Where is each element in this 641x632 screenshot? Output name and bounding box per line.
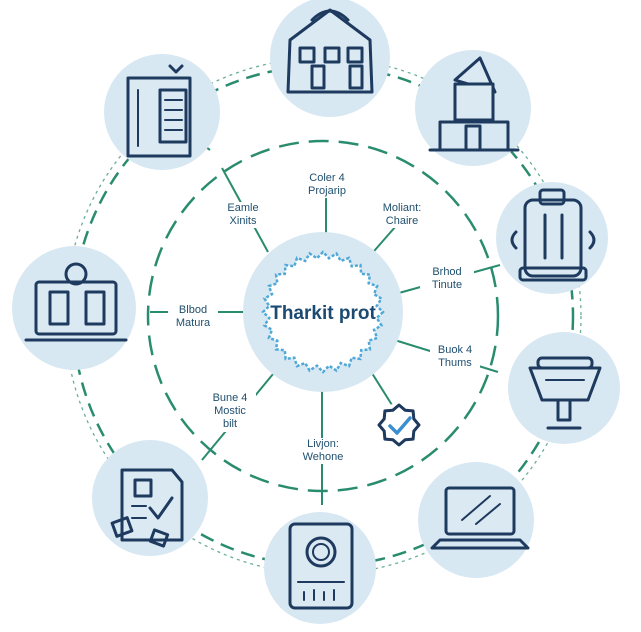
node-monitor-panel[interactable]	[12, 246, 136, 370]
svg-text:Coler 4: Coler 4	[309, 172, 344, 184]
center-title: Tharkit prot	[270, 303, 376, 324]
svg-text:Eamle: Eamle	[227, 202, 258, 214]
label-upper-left: Eamle Xinits	[218, 202, 268, 228]
label-upper-right: Moliant: Chaire	[374, 202, 430, 228]
server-rack-icon	[126, 64, 192, 158]
node-laptop[interactable]	[418, 462, 534, 578]
svg-text:Brhod: Brhod	[432, 266, 461, 278]
monitor-panel-icon	[24, 262, 128, 342]
svg-text:Tinute: Tinute	[432, 279, 462, 291]
label-bottom: Livjon: Wehone	[298, 438, 348, 464]
svg-text:Buok 4: Buok 4	[438, 344, 472, 356]
svg-text:Livjon:: Livjon:	[307, 438, 339, 450]
svg-text:Bune 4: Bune 4	[213, 392, 248, 404]
center-badge	[261, 250, 385, 374]
label-right-upper: Brhod Tinute	[420, 266, 474, 292]
node-building[interactable]	[270, 0, 390, 117]
svg-text:Chaire: Chaire	[386, 215, 418, 227]
label-top: Coler 4 Projarip	[298, 172, 356, 198]
label-left: Blbod Matura	[168, 303, 218, 329]
label-right-lower: Buok 4 Thums	[430, 344, 480, 370]
outer-ring-solid	[64, 57, 582, 575]
label-lower-left: Bune 4 Mostic bilt	[204, 392, 256, 432]
svg-text:Projarip: Projarip	[308, 185, 346, 197]
svg-text:bilt: bilt	[223, 418, 237, 430]
building-icon	[286, 8, 374, 94]
node-machine[interactable]	[496, 182, 608, 294]
node-control-panel[interactable]	[264, 512, 376, 624]
svg-text:Wehone: Wehone	[303, 451, 344, 463]
laptop-icon	[430, 486, 530, 550]
document-checklist-icon	[110, 468, 184, 548]
svg-text:Moliant:: Moliant:	[383, 202, 422, 214]
node-document[interactable]	[92, 440, 208, 556]
node-server-rack[interactable]	[104, 54, 220, 170]
control-panel-icon	[288, 522, 354, 610]
node-castle-tower[interactable]	[415, 50, 531, 166]
castle-tower-icon	[428, 56, 520, 152]
machine-icon	[510, 188, 596, 282]
svg-text:Thums: Thums	[438, 357, 472, 369]
svg-text:Mostic: Mostic	[214, 405, 246, 417]
turbine-icon	[528, 356, 602, 430]
svg-text:Xinits: Xinits	[230, 215, 257, 227]
svg-text:Matura: Matura	[176, 317, 211, 329]
svg-text:Blbod: Blbod	[179, 304, 207, 316]
node-turbine[interactable]	[508, 332, 620, 444]
checkmark-node[interactable]	[377, 403, 421, 447]
checkmark-badge-icon	[377, 403, 421, 447]
